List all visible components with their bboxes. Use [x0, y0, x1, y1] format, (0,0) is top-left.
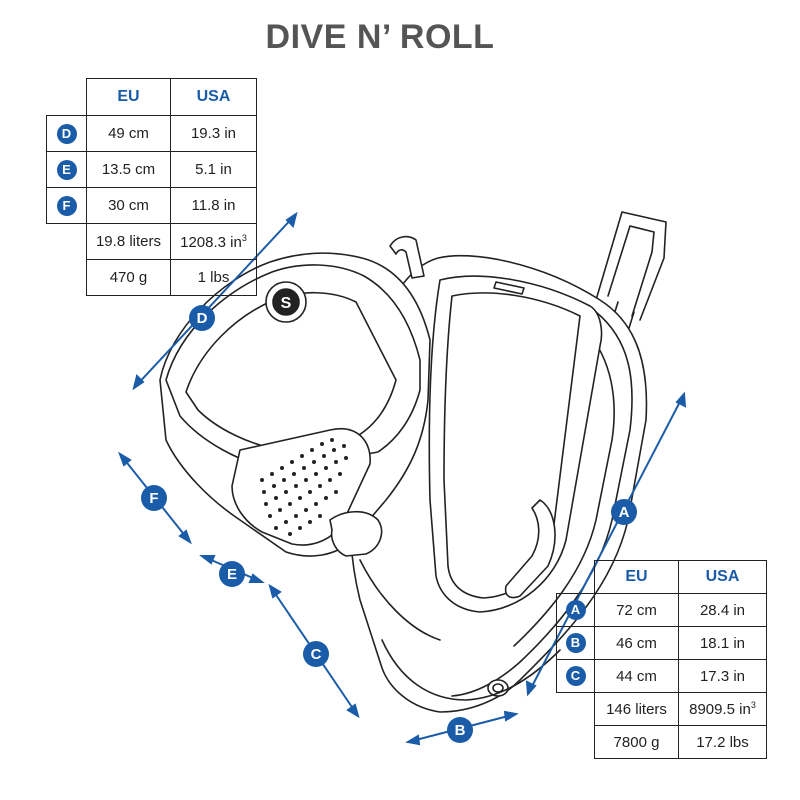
cell-eu: 46 cm: [594, 626, 679, 660]
volume-usa: 8909.5 in: [689, 701, 751, 718]
badge-d: D: [56, 123, 77, 144]
cell-eu: 30 cm: [86, 187, 171, 224]
cell-usa: 11.8 in: [170, 187, 257, 224]
table-row: A 72 cm 28.4 in: [556, 593, 767, 627]
cell-usa: 18.1 in: [678, 626, 767, 660]
table-row: 470 g 1 lbs: [47, 259, 257, 296]
unit-exponent: 3: [750, 700, 756, 710]
top-carry-handle: [389, 235, 425, 279]
cell-usa: 1208.3 in3: [170, 223, 257, 260]
cell-eu: 146 liters: [594, 692, 679, 726]
roller-spec-table: EU USA A 72 cm 28.4 in B 46 cm 18.1 in C…: [556, 560, 767, 759]
volume-usa: 1208.3 in: [180, 233, 242, 251]
badge-c: C: [565, 666, 586, 686]
marker-d: D: [189, 305, 215, 331]
marker-d-label: D: [197, 310, 208, 327]
header-eu: EU: [86, 78, 171, 116]
cell-eu: 7800 g: [594, 725, 679, 759]
table-row: D 49 cm 19.3 in: [46, 115, 257, 152]
marker-e-label: E: [227, 566, 237, 583]
marker-b-label: B: [455, 722, 466, 739]
marker-c-label: C: [311, 646, 322, 663]
cell-eu: 49 cm: [86, 115, 171, 152]
table-row: 7800 g 17.2 lbs: [557, 725, 767, 759]
mesh-pocket: [260, 438, 348, 536]
cell-usa: 19.3 in: [170, 115, 257, 152]
table-row: 146 liters 8909.5 in3: [557, 692, 767, 726]
trolley-handle: [595, 211, 667, 371]
cell-eu: 470 g: [86, 259, 171, 296]
table-row: F 30 cm 11.8 in: [46, 187, 257, 224]
header-usa: USA: [170, 78, 257, 116]
dimension-line-d: [132, 211, 298, 391]
cell-usa: 8909.5 in3: [678, 692, 767, 726]
cell-usa: 5.1 in: [170, 151, 257, 188]
cell-usa: 1 lbs: [170, 259, 257, 296]
backpack-spec-table: EU USA D 49 cm 19.3 in E 13.5 cm 5.1 in …: [46, 78, 257, 296]
badge-e: E: [56, 159, 77, 180]
cell-eu: 44 cm: [594, 659, 679, 693]
table-row: E 13.5 cm 5.1 in: [46, 151, 257, 188]
header-usa: USA: [678, 560, 767, 594]
cell-eu: 19.8 liters: [86, 223, 171, 260]
page-title: DIVE N’ ROLL: [265, 18, 495, 56]
dimension-line-a: [525, 391, 687, 697]
svg-text:S: S: [281, 295, 292, 312]
table-row: C 44 cm 17.3 in: [556, 659, 767, 693]
header-eu: EU: [594, 560, 679, 594]
marker-b: B: [447, 717, 473, 743]
cell-usa: 17.3 in: [678, 659, 767, 693]
dimension-markers: A B C D E F: [141, 305, 637, 743]
badge-a: A: [565, 600, 586, 620]
badge-f: F: [56, 195, 77, 216]
cell-eu: 72 cm: [594, 593, 679, 627]
table-row: 19.8 liters 1208.3 in3: [47, 223, 257, 260]
cell-usa: 17.2 lbs: [678, 725, 767, 759]
marker-f-label: F: [149, 490, 158, 507]
marker-a: A: [611, 499, 637, 525]
cell-eu: 13.5 cm: [86, 151, 171, 188]
unit-exponent: 3: [241, 232, 247, 243]
marker-a-label: A: [619, 504, 630, 521]
marker-e: E: [219, 561, 245, 587]
table-row: B 46 cm 18.1 in: [556, 626, 767, 660]
detachable-backpack: S: [159, 252, 431, 557]
marker-f: F: [141, 485, 167, 511]
badge-b: B: [565, 633, 586, 653]
marker-c: C: [303, 641, 329, 667]
cell-usa: 28.4 in: [678, 593, 767, 627]
